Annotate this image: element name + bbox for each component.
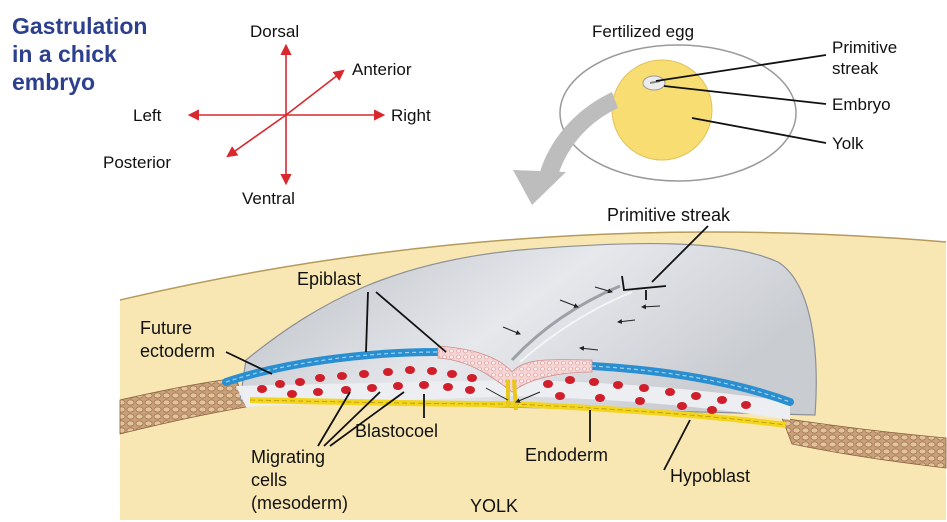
label-yolk: YOLK bbox=[470, 496, 518, 516]
label-migrating: Migrating bbox=[251, 447, 325, 467]
title-line-1: Gastrulation bbox=[12, 13, 147, 39]
label-hypoblast: Hypoblast bbox=[670, 466, 750, 486]
label-dorsal: Dorsal bbox=[250, 22, 299, 41]
label-primitive-streak: Primitive streak bbox=[607, 205, 731, 225]
label-epiblast: Epiblast bbox=[297, 269, 361, 289]
label-left: Left bbox=[133, 106, 162, 125]
orientation-axes: Dorsal Ventral Left Right Anterior Poste… bbox=[103, 22, 431, 208]
label-mesoderm: (mesoderm) bbox=[251, 493, 348, 513]
zoom-arrow-head bbox=[513, 170, 566, 205]
title-line-3: embryo bbox=[12, 69, 95, 95]
label-endoderm: Endoderm bbox=[525, 445, 608, 465]
label-cells: cells bbox=[251, 470, 287, 490]
diagram-title: Gastrulation in a chick embryo bbox=[12, 13, 147, 95]
fertilized-egg: Fertilized egg Primitive streak Embryo Y… bbox=[513, 22, 897, 205]
label-fertilized-egg: Fertilized egg bbox=[592, 22, 694, 41]
label-right: Right bbox=[391, 106, 431, 125]
label-egg-streak: streak bbox=[832, 59, 879, 78]
label-future: Future bbox=[140, 318, 192, 338]
label-ventral: Ventral bbox=[242, 189, 295, 208]
label-egg-embryo: Embryo bbox=[832, 95, 891, 114]
label-egg-primitive: Primitive bbox=[832, 38, 897, 57]
label-anterior: Anterior bbox=[352, 60, 412, 79]
label-ectoderm: ectoderm bbox=[140, 341, 215, 361]
label-egg-yolk: Yolk bbox=[832, 134, 864, 153]
posterior-arrow bbox=[228, 115, 286, 156]
anterior-arrow bbox=[286, 71, 343, 115]
embryo-cross-section: Primitive streak Epiblast Future ectoder… bbox=[120, 205, 946, 520]
label-posterior: Posterior bbox=[103, 153, 171, 172]
label-blastocoel: Blastocoel bbox=[355, 421, 438, 441]
title-line-2: in a chick bbox=[12, 41, 117, 67]
